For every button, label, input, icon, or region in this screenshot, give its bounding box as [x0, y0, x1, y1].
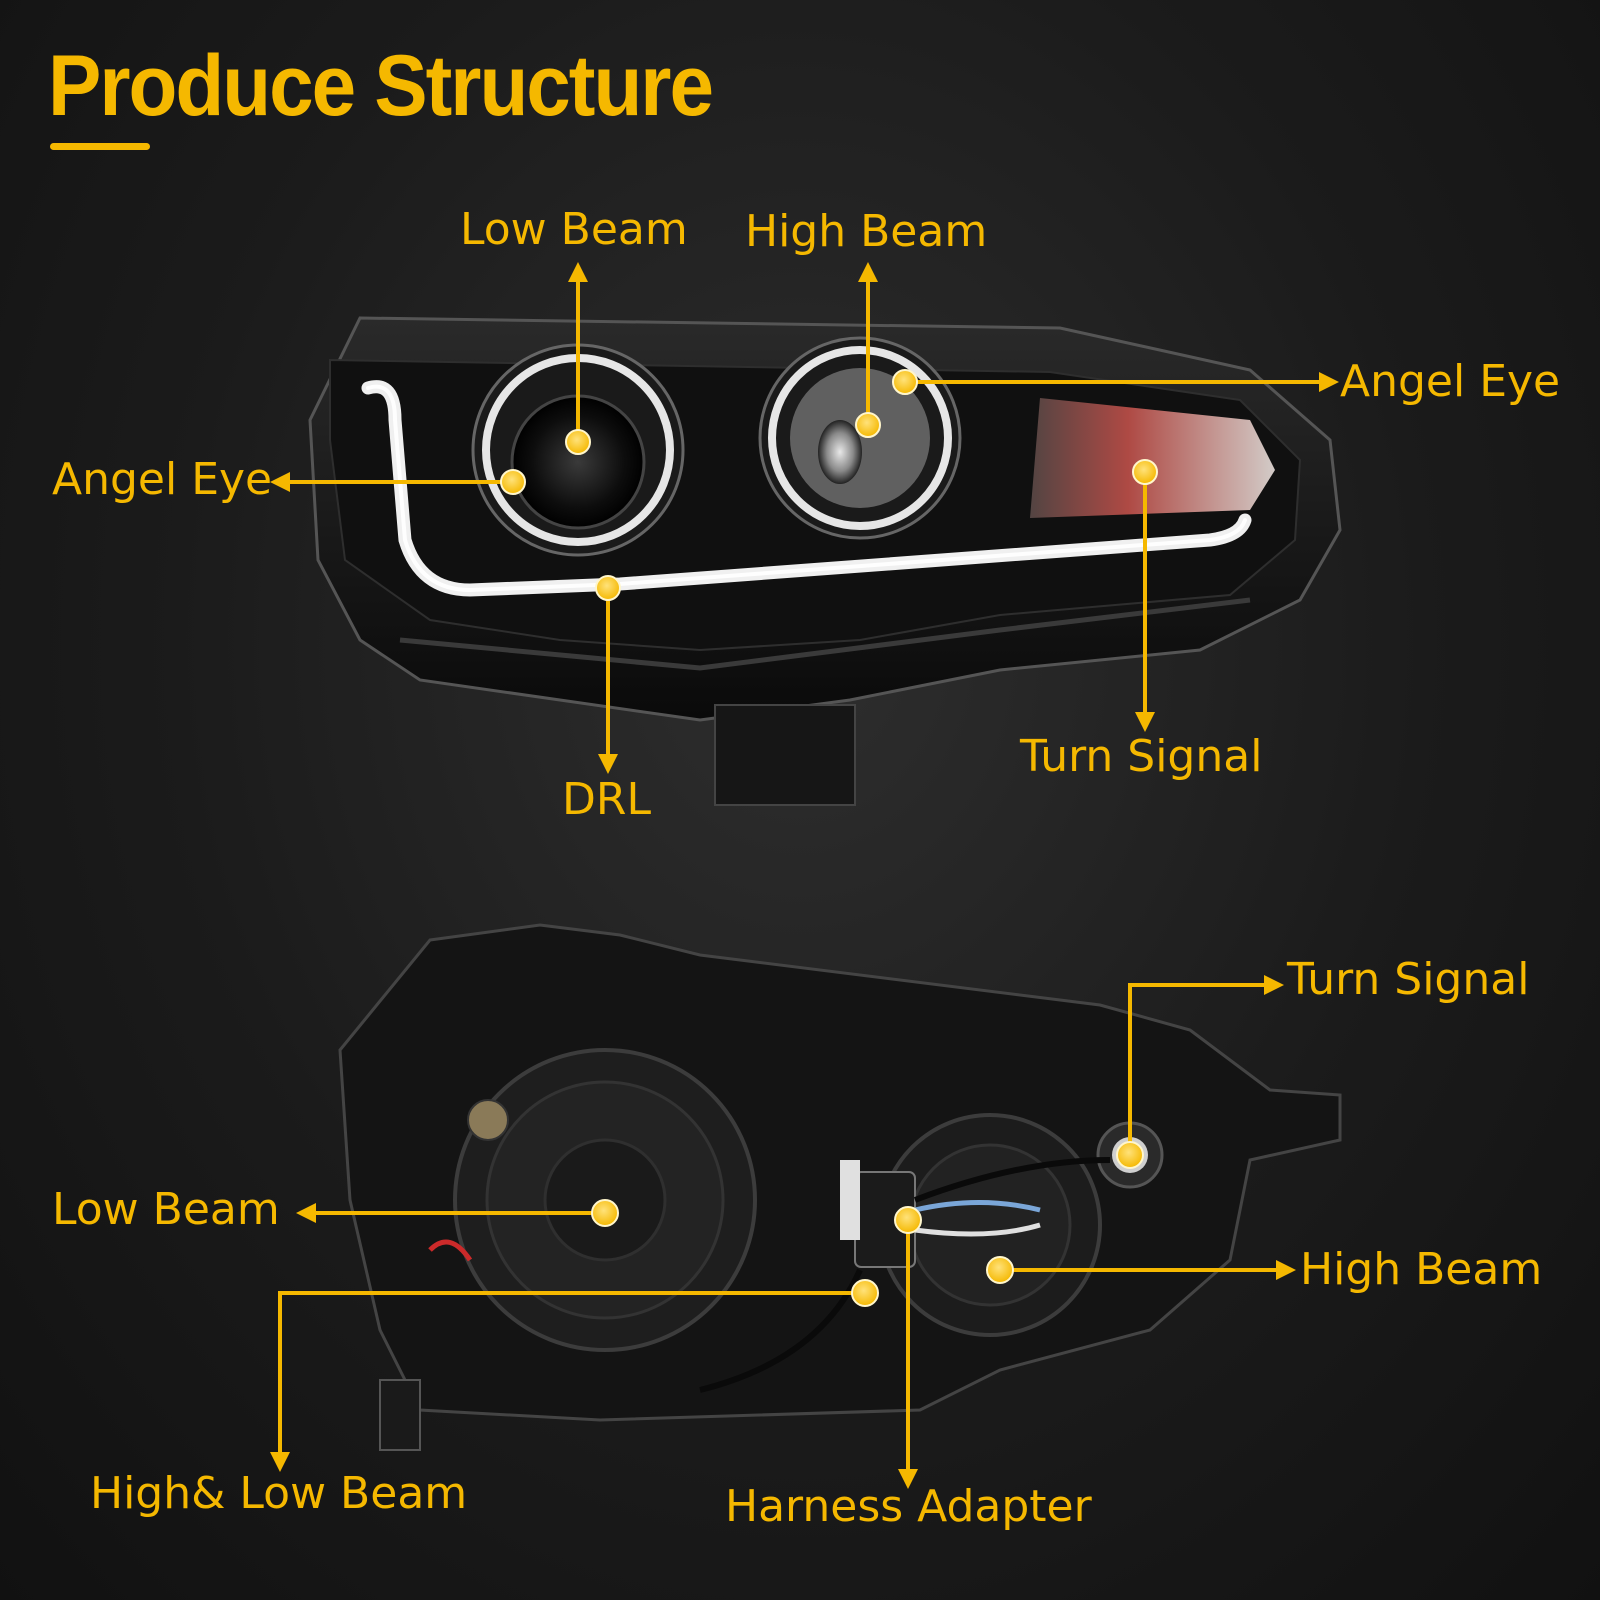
callout-rear-turn-signal	[1128, 975, 1284, 1155]
dot-rear-low-beam	[591, 1199, 619, 1227]
dot-front-high-beam	[855, 412, 881, 438]
dot-rear-turn-signal	[1116, 1141, 1144, 1169]
dot-rear-harness-adapter	[894, 1206, 922, 1234]
dot-rear-high-low-beam	[851, 1279, 879, 1307]
callout-rear-high-low-beam	[270, 1291, 865, 1472]
label-front-low-beam: Low Beam	[460, 204, 688, 255]
callout-dots	[500, 369, 1158, 1307]
dot-front-turn-signal	[1132, 459, 1158, 485]
label-front-angel-eye-right: Angel Eye	[1340, 356, 1561, 407]
dot-front-drl	[595, 575, 621, 601]
label-rear-low-beam: Low Beam	[52, 1184, 280, 1235]
dot-front-angel-eye-left	[500, 469, 526, 495]
title-underline	[50, 143, 150, 150]
label-rear-high-beam: High Beam	[1300, 1244, 1543, 1295]
rear-headlight	[338, 923, 1342, 1451]
label-rear-turn-signal: Turn Signal	[1287, 954, 1530, 1005]
dot-rear-high-beam	[986, 1256, 1014, 1284]
callouts	[270, 262, 1339, 1489]
page-title: Produce Structure	[48, 37, 714, 134]
label-front-high-beam: High Beam	[745, 206, 988, 257]
dot-front-low-beam	[565, 429, 591, 455]
label-front-turn-signal: Turn Signal	[1020, 731, 1263, 782]
label-front-drl: DRL	[562, 774, 651, 825]
label-rear-high-low-beam: High& Low Beam	[90, 1468, 468, 1519]
label-rear-harness-adapter: Harness Adapter	[725, 1481, 1092, 1532]
dot-front-angel-eye-right	[892, 369, 918, 395]
label-front-angel-eye-left: Angel Eye	[52, 454, 273, 505]
